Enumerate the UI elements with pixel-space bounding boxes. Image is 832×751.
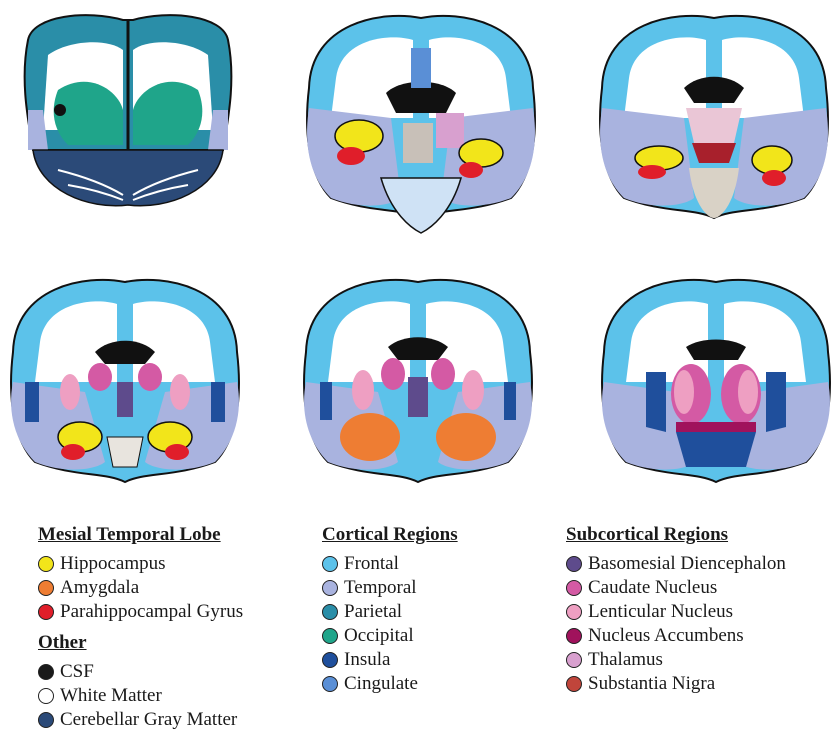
legend-swatch-icon (566, 676, 582, 692)
legend-label: Occipital (344, 625, 414, 647)
legend-swatch-icon (322, 580, 338, 596)
legend-swatch-icon (566, 628, 582, 644)
legend-swatch-icon (38, 604, 54, 620)
legend-label: Hippocampus (60, 553, 166, 575)
legend-label: Amygdala (60, 577, 139, 599)
brain-slice-4 (11, 280, 239, 482)
legend-column-3: Subcortical Regions Basomesial Diencepha… (566, 524, 786, 696)
legend-swatch-icon (566, 652, 582, 668)
legend-swatch-icon (38, 664, 54, 680)
legend-item-other: White Matter (38, 684, 243, 708)
legend-label: Lenticular Nucleus (588, 601, 733, 623)
legend-list-other: CSFWhite MatterCerebellar Gray Matter (38, 660, 243, 732)
legend-label: Nucleus Accumbens (588, 625, 744, 647)
legend-column-1: Mesial Temporal Lobe HippocampusAmygdala… (38, 524, 243, 732)
legend-list-subcortical: Basomesial DiencephalonCaudate NucleusLe… (566, 552, 786, 696)
legend-swatch-icon (566, 556, 582, 572)
legend-item-other: Cerebellar Gray Matter (38, 708, 243, 732)
legend-heading-cortical: Cortical Regions (322, 524, 458, 546)
legend-item-subcortical: Caudate Nucleus (566, 576, 786, 600)
legend-label: Parietal (344, 601, 402, 623)
legend-swatch-icon (38, 688, 54, 704)
legend-label: Caudate Nucleus (588, 577, 717, 599)
brain-slices-figure (0, 0, 832, 500)
legend-heading-subcortical: Subcortical Regions (566, 524, 786, 546)
legend-label: White Matter (60, 685, 162, 707)
legend-item-subcortical: Substantia Nigra (566, 672, 786, 696)
legend-label: Insula (344, 649, 390, 671)
legend-heading-other: Other (38, 632, 243, 654)
legend-swatch-icon (38, 580, 54, 596)
legend-label: Cerebellar Gray Matter (60, 709, 237, 731)
legend-item-cortical: Cingulate (322, 672, 458, 696)
legend-label: Thalamus (588, 649, 663, 671)
legend-item-cortical: Temporal (322, 576, 458, 600)
legend-item-mesial: Hippocampus (38, 552, 243, 576)
legend-heading-mesial: Mesial Temporal Lobe (38, 524, 243, 546)
legend-item-cortical: Parietal (322, 600, 458, 624)
brain-slice-5 (304, 280, 532, 482)
legend-item-subcortical: Nucleus Accumbens (566, 624, 786, 648)
legend-swatch-icon (322, 628, 338, 644)
brain-slice-1 (25, 15, 232, 206)
legend-label: Frontal (344, 553, 399, 575)
legend-list-cortical: FrontalTemporalParietalOccipitalInsulaCi… (322, 552, 458, 696)
brain-slice-2 (307, 16, 535, 233)
legend-item-subcortical: Lenticular Nucleus (566, 600, 786, 624)
legend-column-2: Cortical Regions FrontalTemporalParietal… (322, 524, 458, 696)
legend-item-subcortical: Basomesial Diencephalon (566, 552, 786, 576)
legend-swatch-icon (322, 556, 338, 572)
legend-item-cortical: Frontal (322, 552, 458, 576)
legend-swatch-icon (322, 676, 338, 692)
legend-label: Cingulate (344, 673, 418, 695)
legend-label: CSF (60, 661, 94, 683)
legend-swatch-icon (38, 556, 54, 572)
legend-swatch-icon (322, 604, 338, 620)
legend-item-subcortical: Thalamus (566, 648, 786, 672)
legend-swatch-icon (566, 604, 582, 620)
legend-item-cortical: Insula (322, 648, 458, 672)
legend-item-mesial: Amygdala (38, 576, 243, 600)
brain-slice-6 (602, 280, 830, 482)
legend-label: Parahippocampal Gyrus (60, 601, 243, 623)
legend-swatch-icon (38, 712, 54, 728)
legend-label: Substantia Nigra (588, 673, 715, 695)
legend-label: Basomesial Diencephalon (588, 553, 786, 575)
legend-label: Temporal (344, 577, 417, 599)
legend-list-mesial: HippocampusAmygdalaParahippocampal Gyrus (38, 552, 243, 624)
legend-item-mesial: Parahippocampal Gyrus (38, 600, 243, 624)
legend-swatch-icon (322, 652, 338, 668)
legend-item-cortical: Occipital (322, 624, 458, 648)
brain-slice-3 (600, 16, 828, 218)
legend-item-other: CSF (38, 660, 243, 684)
legend-swatch-icon (566, 580, 582, 596)
